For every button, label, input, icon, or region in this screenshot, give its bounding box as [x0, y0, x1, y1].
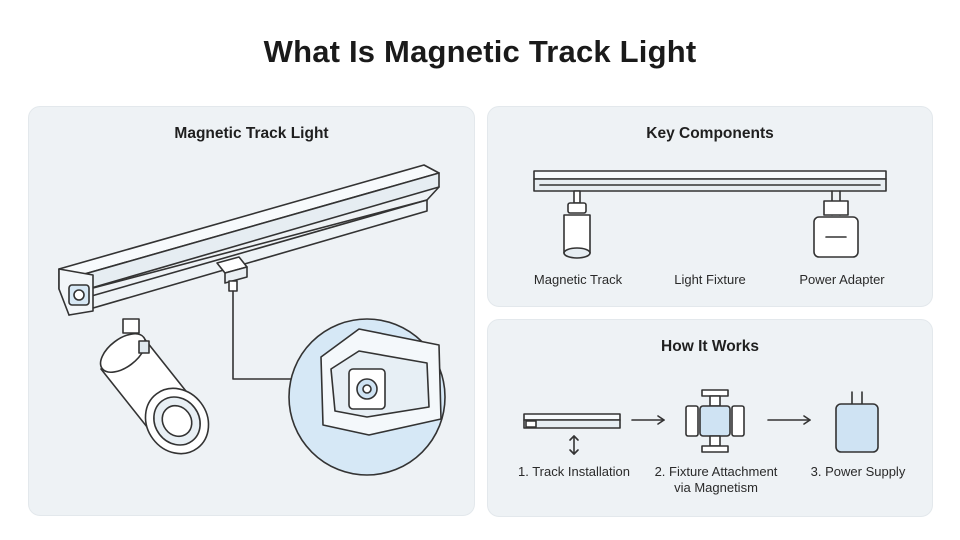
magnetic-track-icon: [533, 170, 887, 192]
power-supply-icon: [835, 391, 879, 453]
step-power-supply: 3. Power Supply: [810, 464, 906, 479]
arrow-icon-2: [767, 415, 811, 425]
power-adapter-icon: [813, 190, 859, 258]
step-track-installation: 1. Track Installation: [518, 464, 630, 479]
key-components-diagram: [533, 170, 887, 259]
magnetic-track-rail: [58, 164, 440, 316]
how-it-works-diagram: [523, 389, 879, 455]
label-power-adapter: Power Adapter: [799, 272, 885, 287]
step-fixture-attachment-line2: via Magnetism: [674, 480, 758, 495]
how-it-works-panel: How It Works: [487, 319, 933, 517]
panel-title-how-it-works: How It Works: [661, 338, 759, 355]
track-installation-icon: [523, 413, 621, 455]
panel-title-track-light: Magnetic Track Light: [174, 125, 329, 142]
key-components-panel: Key Components Magnetic Track Light Fixt…: [487, 106, 933, 307]
track-light-illustration-panel: Magnetic Track Light: [28, 106, 475, 516]
track-light-illustration: [58, 164, 446, 476]
spotlight-fixture: [99, 318, 210, 455]
label-magnetic-track: Magnetic Track: [533, 272, 623, 287]
light-fixture-icon: [563, 190, 591, 259]
track-end-cap: [58, 268, 94, 316]
label-light-fixture: Light Fixture: [674, 272, 746, 287]
page-title: What Is Magnetic Track Light: [263, 34, 697, 69]
panel-title-key-components: Key Components: [646, 125, 774, 142]
step-fixture-attachment: 2. Fixture Attachment: [654, 464, 778, 479]
fixture-attachment-icon: [685, 389, 745, 453]
arrow-icon-1: [631, 415, 665, 425]
track-connector: [216, 256, 302, 380]
magnified-detail-circle: [288, 318, 446, 476]
